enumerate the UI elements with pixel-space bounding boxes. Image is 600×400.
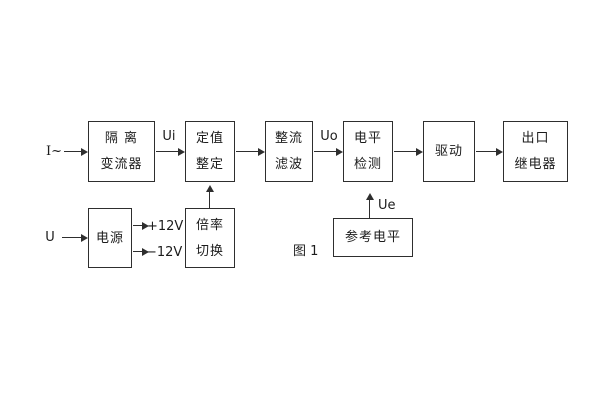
label-current-input: I~ <box>45 144 63 159</box>
block-setting-line2: 整定 <box>195 157 224 172</box>
block-power-line1: 电源 <box>95 230 124 246</box>
arrow-setting-to-rectifier <box>236 148 265 156</box>
block-output-relay-line1: 出口 <box>521 131 550 146</box>
arrow-isolation-to-setting <box>156 148 185 156</box>
block-drive: 驱动 <box>423 121 475 182</box>
block-isolation-line2: 变流器 <box>100 157 143 172</box>
label-signal-ue: Ue <box>378 198 396 213</box>
label-plus-12v: +12V <box>147 219 184 234</box>
block-rectifier-filter: 整流 滤波 <box>265 121 313 182</box>
arrow-power-minus12v <box>133 248 149 256</box>
block-setting-adjust: 定值 整定 <box>185 121 235 182</box>
block-drive-line1: 驱动 <box>434 144 463 159</box>
block-output-relay: 出口 继电器 <box>503 121 568 182</box>
label-signal-ui: Ui <box>162 129 176 144</box>
block-isolation-transformer: 隔 离 变流器 <box>88 121 155 182</box>
label-voltage-input: U <box>45 230 55 245</box>
block-rectifier-line2: 滤波 <box>274 157 303 172</box>
block-reference-level: 参考电平 <box>333 218 413 257</box>
arrow-current-to-isolation <box>64 148 88 156</box>
block-level-detect: 电平 检测 <box>343 121 393 182</box>
block-power-supply: 电源 <box>88 208 132 268</box>
arrow-level-to-drive <box>394 148 423 156</box>
arrow-power-plus12v <box>133 222 149 230</box>
block-ratio-switch: 倍率 切换 <box>185 208 235 268</box>
label-minus-12v: −12V <box>146 245 183 260</box>
arrow-drive-to-relay <box>476 148 503 156</box>
block-ratio-line2: 切换 <box>195 243 224 259</box>
label-signal-uo: Uo <box>320 129 338 144</box>
block-rectifier-line1: 整流 <box>274 131 303 146</box>
block-level-line1: 电平 <box>353 131 382 146</box>
block-isolation-line1: 隔 离 <box>104 131 139 146</box>
block-ratio-line1: 倍率 <box>195 217 224 233</box>
block-reference-line1: 参考电平 <box>344 230 401 245</box>
arrow-rectifier-to-level <box>314 148 343 156</box>
arrow-ratio-to-setting <box>206 185 214 208</box>
arrow-voltage-to-power <box>62 234 88 242</box>
arrow-reference-to-level <box>366 193 374 218</box>
block-output-relay-line2: 继电器 <box>514 157 557 172</box>
figure-caption: 图 1 <box>293 244 319 259</box>
block-level-line2: 检测 <box>353 157 382 172</box>
block-setting-line1: 定值 <box>195 131 224 146</box>
